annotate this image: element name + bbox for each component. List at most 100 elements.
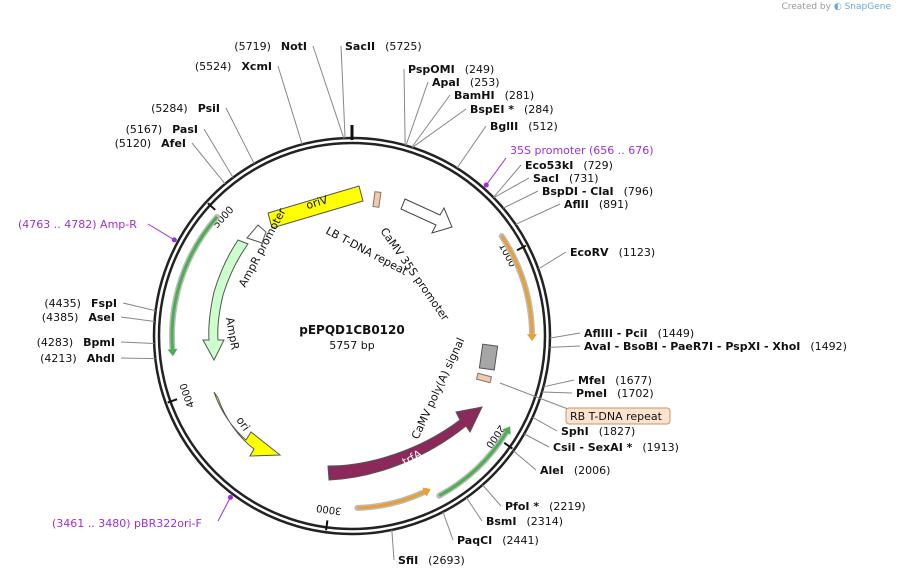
site-name[interactable]: BpmI (83, 336, 115, 349)
orf-arc-1-head (526, 334, 537, 342)
primer-leader (217, 497, 231, 522)
site-name[interactable]: PmeI (576, 387, 607, 400)
site-label: SacI(731) (533, 172, 599, 185)
site-label: PaqCI(2441) (457, 534, 539, 547)
tick-mark (503, 442, 514, 450)
site-name[interactable]: PasI (172, 123, 198, 136)
site-label: EcoRV (1123) (570, 246, 655, 259)
site-leader (405, 81, 429, 146)
site-position: (2006) (574, 464, 611, 477)
site-position: (4283) (37, 336, 74, 349)
site-name[interactable]: PspOMI (408, 63, 455, 76)
site-position: (729) (583, 159, 613, 172)
site-label: (5167) PasI (126, 123, 198, 136)
camv35s-arrow (400, 198, 453, 234)
feature-oriV[interactable]: oriV (267, 185, 364, 229)
site-leader (120, 357, 156, 360)
rb-repeat-block[interactable] (475, 372, 493, 384)
site-label: AleI (2006) (540, 464, 610, 477)
site-name[interactable]: AhdI (87, 352, 115, 365)
snapgene-watermark: Created by ◐ SnapGene (781, 2, 891, 12)
site-name[interactable]: AflIII - PciI (584, 327, 648, 340)
site-name[interactable]: BspEI * (470, 103, 514, 116)
site-leader (391, 529, 395, 561)
site-label: PspOMI (249) (408, 63, 494, 76)
site-label: (4213)AhdI (40, 352, 115, 365)
primer-leader (147, 223, 175, 241)
site-position: (284) (524, 103, 554, 116)
snapgene-logo-icon: ◐ (833, 2, 842, 12)
site-name[interactable]: AseI (88, 311, 115, 324)
trfa-arrow (327, 406, 483, 481)
ampr-promoter-arrow (246, 224, 267, 244)
feature-ori[interactable]: ori (213, 391, 282, 457)
site-name[interactable]: SphI (561, 425, 589, 438)
site-position: (891) (599, 198, 629, 211)
site-name[interactable]: XcmI (241, 60, 272, 73)
site-name[interactable]: SfiI (398, 554, 418, 567)
site-name[interactable]: SacI (533, 172, 559, 185)
site-label: BsmI (2314) (486, 515, 563, 528)
site-name[interactable]: AvaI - BsoBI - PaeR7I - PspXI - XhoI (584, 340, 800, 353)
site-name[interactable]: PaqCI (457, 534, 492, 547)
orf-arc-2 (438, 431, 508, 498)
site-name[interactable]: PsiI (198, 102, 220, 115)
orf-arc-3-head (422, 487, 431, 497)
site-leader (482, 484, 502, 507)
plasmid-name: pEPQD1CB0120 (299, 323, 404, 337)
site-name[interactable]: BglII (490, 120, 518, 133)
site-name[interactable]: ApaI (432, 76, 460, 89)
site-name[interactable]: Eco53kI (525, 159, 573, 172)
feature-ampr[interactable]: AmpR (202, 239, 249, 362)
site-label: Eco53kI (729) (525, 159, 613, 172)
orf-arc-3 (357, 490, 426, 510)
site-name[interactable]: EcoRV (570, 246, 609, 259)
site-position: (249) (465, 63, 495, 76)
site-leader (277, 65, 303, 145)
site-name[interactable]: MfeI (578, 374, 605, 387)
site-name[interactable]: SacII (345, 40, 375, 53)
primer-sites: 35S promoter (656 .. 676)(4763 .. 4782) … (18, 144, 654, 530)
site-leader (203, 128, 234, 178)
site-position: (1702) (617, 387, 654, 400)
site-position: (5167) (126, 123, 163, 136)
site-name[interactable]: BspDI - ClaI (542, 185, 614, 198)
rb-repeat-callout[interactable]: RB T-DNA repeat (499, 382, 671, 425)
tick-label: 3000 (316, 502, 343, 516)
ampr-arrow (202, 239, 249, 362)
site-position: (1123) (619, 246, 656, 259)
site-label: (5524)XcmI (195, 60, 272, 73)
lb-repeat-block[interactable] (372, 191, 382, 208)
site-name[interactable]: BsmI (486, 515, 517, 528)
camv35s-label: CaMV 35S promoter (378, 225, 452, 323)
tick-mark (207, 202, 216, 211)
site-leader (411, 94, 451, 148)
site-position: (1827) (599, 425, 636, 438)
site-name[interactable]: AfeI (161, 137, 186, 150)
plasmid-length: 5757 bp (329, 339, 374, 352)
feature-trfa[interactable]: trfA (327, 406, 483, 481)
site-leader (493, 164, 522, 198)
orf-arc-3-halo (354, 488, 428, 511)
site-name[interactable]: AleI (540, 464, 564, 477)
site-label: SfiI(2693) (398, 554, 465, 567)
site-position: (796) (624, 185, 654, 198)
site-name[interactable]: PfoI * (505, 500, 539, 513)
site-label: BglII (512) (490, 120, 558, 133)
site-leader (515, 203, 561, 225)
site-name[interactable]: FspI (91, 297, 117, 310)
site-label: (5120)AfeI (115, 137, 186, 150)
site-leader (120, 341, 155, 345)
site-label: AflIII - PciI(1449) (584, 327, 694, 340)
primer-label: 35S promoter (656 .. 676) (510, 144, 654, 157)
site-position: (512) (528, 120, 558, 133)
site-label: PmeI (1702) (576, 387, 654, 400)
site-position: (2314) (527, 515, 564, 528)
site-name[interactable]: BamHI (454, 89, 495, 102)
site-label: SphI (1827) (561, 425, 635, 438)
site-name[interactable]: AflII (564, 198, 589, 211)
site-position: (281) (505, 89, 535, 102)
site-name[interactable]: NotI (281, 40, 307, 53)
site-leader (549, 332, 581, 339)
site-name[interactable]: CsiI - SexAI * (553, 441, 633, 454)
